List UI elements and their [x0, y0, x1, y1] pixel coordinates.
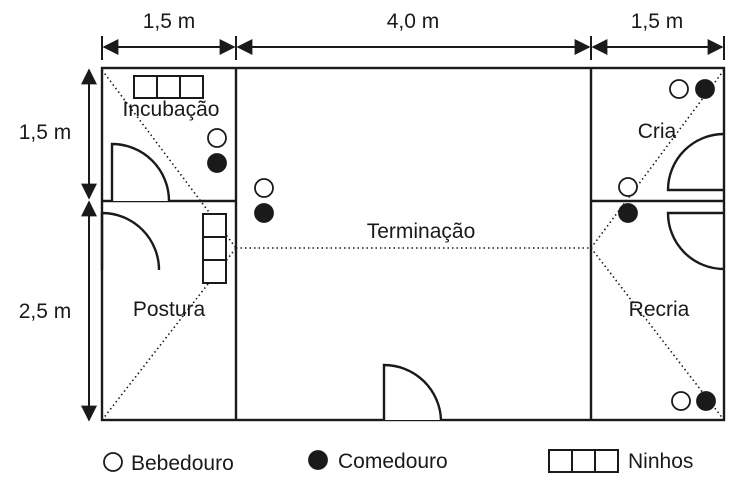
equipment — [207, 79, 716, 411]
comedouro-icon — [254, 203, 274, 223]
comedouro-icon — [618, 203, 638, 223]
bebedouro-icon — [618, 177, 638, 197]
legend-label-ninhos: Ninhos — [628, 450, 693, 473]
door-incubacao — [110, 142, 171, 202]
nest-column-postura — [202, 213, 227, 284]
legend-comedouro-icon — [308, 450, 328, 470]
door-cria — [666, 132, 725, 192]
bebedouro-icon — [671, 391, 691, 411]
room-label-incubacao: Incubação — [123, 98, 220, 121]
legend-bebedouro-icon — [103, 452, 123, 472]
bebedouro-icon — [669, 79, 689, 99]
dim-label-top-center: 4,0 m — [387, 10, 440, 33]
bebedouro-icon — [207, 128, 227, 148]
legend-label-bebedouro: Bebedouro — [131, 452, 234, 475]
room-label-recria: Recria — [629, 298, 690, 321]
top-dimensions — [101, 36, 725, 60]
door-postura — [100, 211, 161, 271]
legend: Bebedouro Comedouro Ninhos — [103, 449, 693, 475]
dim-label-left-upper: 1,5 m — [19, 121, 72, 144]
legend-ninhos-icon — [548, 449, 619, 473]
doors — [100, 132, 725, 421]
legend-label-comedouro: Comedouro — [338, 450, 448, 473]
room-label-postura: Postura — [133, 298, 206, 321]
room-label-cria: Cria — [638, 120, 677, 143]
comedouro-icon — [695, 79, 715, 99]
door-terminacao — [382, 363, 443, 421]
room-label-terminacao: Terminação — [367, 220, 476, 243]
dim-label-top-left: 1,5 m — [143, 10, 196, 33]
bebedouro-icon — [254, 178, 274, 198]
dim-label-top-right: 1,5 m — [631, 10, 684, 33]
nest-row-incubacao — [133, 75, 204, 99]
dotted-guides — [101, 69, 725, 421]
comedouro-icon — [207, 153, 227, 173]
comedouro-icon — [696, 391, 716, 411]
door-recria — [666, 211, 725, 271]
dim-label-left-lower: 2,5 m — [19, 300, 72, 323]
